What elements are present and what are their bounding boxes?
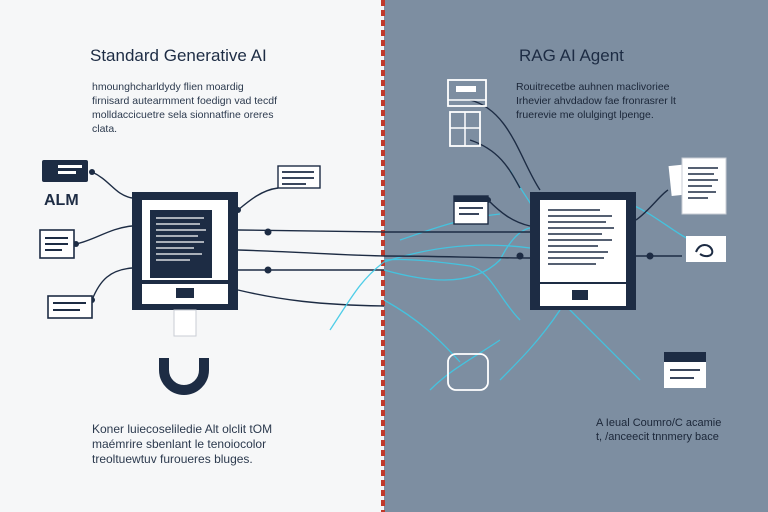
magnet-icon: [159, 358, 209, 395]
model-label: ALM: [44, 192, 79, 209]
document-icon: [668, 157, 727, 215]
right-caption: A Ieual Coumro/C acamie t, /anceecit tnn…: [596, 417, 722, 443]
document-icon: [664, 352, 706, 388]
right-description: Rouitrecetbe auhnen maclivoriee Irhevier…: [516, 81, 676, 121]
document-icon: [39, 229, 75, 259]
left-caption: Koner luiecoseliledie Alt olclit tOM maé…: [92, 422, 273, 466]
screen-icon: [447, 79, 487, 107]
screen-icon: [132, 192, 238, 337]
document-icon: [453, 195, 489, 225]
document-icon: [47, 295, 93, 319]
chat-icon: [686, 236, 726, 262]
database-icon: [447, 353, 489, 391]
left-description: hmounghcharldydy flien moardig firnisard…: [92, 81, 278, 135]
left-connectors: [75, 171, 385, 307]
left-title: Standard Generative AI: [90, 46, 267, 65]
right-title: RAG AI Agent: [519, 46, 624, 65]
screen-icon: [530, 192, 636, 310]
document-icon: [449, 111, 481, 147]
chat-icon: [42, 160, 88, 182]
document-icon: [277, 165, 321, 189]
right-connectors: [383, 99, 682, 259]
